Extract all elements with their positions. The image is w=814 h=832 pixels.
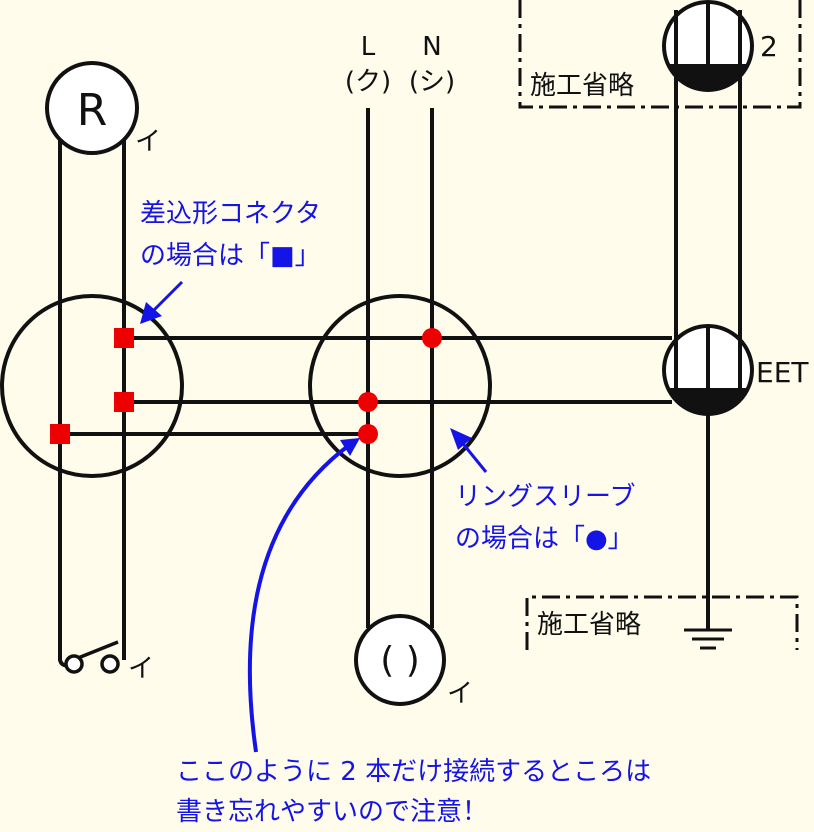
connector-square-2	[114, 392, 134, 412]
connector-arrow	[140, 280, 184, 324]
ground-icon	[684, 628, 732, 650]
switch-ref-top: イ	[135, 127, 161, 157]
sleeve-dot-3	[358, 424, 378, 444]
sleeve-note-line1: リングスリーブ	[455, 482, 635, 512]
line-l-label: L	[361, 32, 376, 62]
ceiling-light-top	[662, 0, 754, 92]
outlet-ref: イ	[447, 679, 473, 709]
warning-note-line1: ここのように 2 本だけ接続するところは	[176, 757, 651, 787]
outlet-symbol: ( )	[380, 640, 420, 681]
line-l-color: (ク)	[345, 67, 391, 97]
line-n-color: (シ)	[409, 67, 455, 97]
connector-note-line1: 差込形コネクタ	[140, 199, 321, 229]
warning-arrow	[247, 438, 360, 753]
sleeve-dot-2	[358, 392, 378, 412]
sleeve-arrow	[450, 428, 488, 473]
junction-box-left	[0, 294, 184, 478]
ceiling-light-eet	[662, 324, 754, 416]
outlet: ( )	[354, 614, 446, 706]
connector-square-3	[50, 424, 70, 444]
sleeve-note-line2: の場合は「●」	[455, 524, 634, 554]
junction-box-center	[308, 294, 492, 478]
omitted-box-top	[518, 0, 802, 109]
light-r-label: R	[77, 85, 108, 136]
eet-label: EET	[756, 356, 809, 389]
switch	[64, 640, 120, 674]
wires	[58, 75, 742, 668]
warning-note-line2: 書き忘れやすいので注意！	[176, 797, 488, 827]
sleeve-dot-1	[422, 328, 442, 348]
light-count: 2	[760, 30, 778, 63]
line-n-label: N	[422, 32, 441, 62]
omitted-box-bottom	[525, 595, 799, 650]
switch-ref-bottom: イ	[128, 654, 154, 684]
omitted-label-bottom: 施工省略	[537, 610, 641, 640]
connector-note-line2: の場合は「■」	[140, 241, 321, 271]
omitted-label-top: 施工省略	[530, 71, 634, 101]
connector-square-1	[114, 328, 134, 348]
light-r: R	[45, 61, 139, 155]
